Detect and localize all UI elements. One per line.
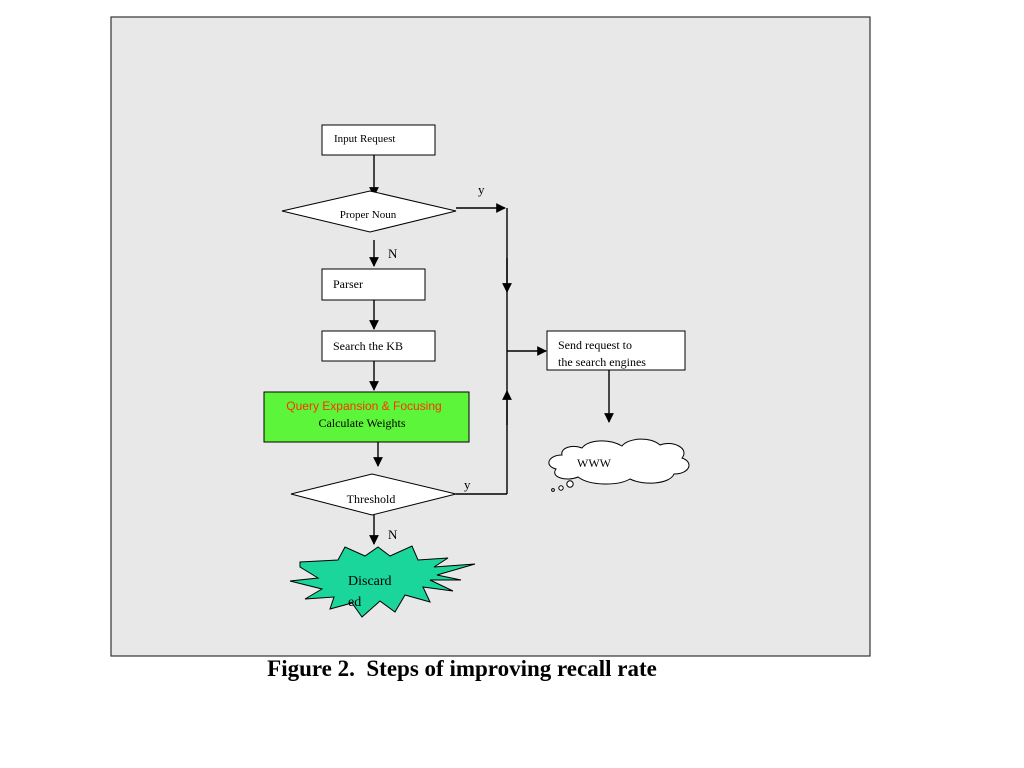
proper-noun-decision: Proper Noun — [281, 190, 457, 233]
threshold-yes-label: y — [464, 477, 471, 492]
proper-noun-yes-label: y — [478, 182, 485, 197]
threshold-no-label: N — [388, 527, 398, 542]
threshold-label: Threshold — [347, 492, 396, 506]
search-kb-node: Search the KB — [321, 330, 436, 362]
discarded-label-line2: ed — [348, 595, 361, 610]
www-label: WWW — [577, 456, 612, 470]
parser-label: Parser — [333, 277, 363, 291]
discarded-label-line1: Discard — [348, 574, 392, 589]
proper-noun-no-label: N — [388, 246, 398, 261]
discarded-burst: Discard ed — [289, 545, 476, 618]
query-expansion-label: Query Expansion & Focusing — [286, 399, 441, 413]
query-expansion-node: Query Expansion & Focusing Calculate Wei… — [263, 391, 470, 443]
www-cloud: WWW — [548, 438, 690, 492]
input-request-label: Input Request — [334, 133, 395, 145]
calculate-weights-label: Calculate Weights — [318, 416, 405, 430]
parser-node: Parser — [321, 268, 426, 301]
proper-noun-label: Proper Noun — [340, 209, 397, 221]
send-request-node: Send request to the search engines — [546, 330, 686, 371]
diagram-panel — [110, 16, 871, 657]
input-request-node: Input Request — [321, 124, 436, 156]
send-request-label-line2: the search engines — [558, 355, 646, 369]
send-request-label-line1: Send request to — [558, 338, 632, 352]
search-kb-label: Search the KB — [333, 339, 403, 353]
figure-caption: Figure 2. Steps of improving recall rate — [267, 656, 657, 681]
